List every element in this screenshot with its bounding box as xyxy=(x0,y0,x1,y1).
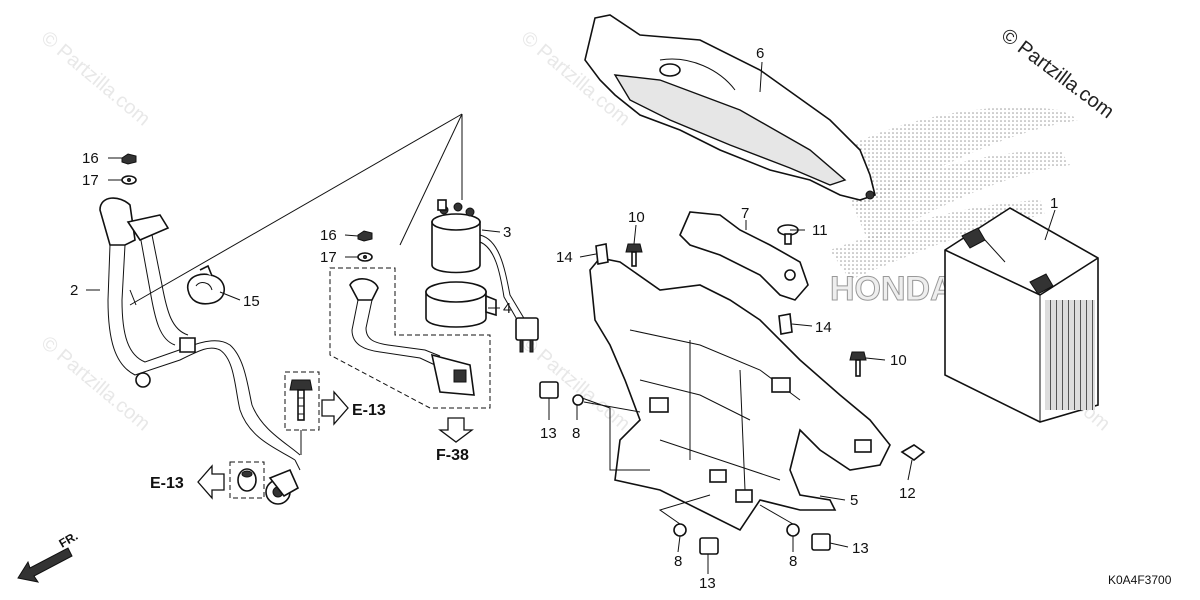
leader-lines-right xyxy=(548,61,1056,574)
reference-arrow-f38 xyxy=(438,417,474,443)
callout-5: 5 xyxy=(850,492,858,509)
callout-8a: 8 xyxy=(572,425,580,442)
part-8-grommet-b xyxy=(673,523,687,537)
callout-17a: 17 xyxy=(82,172,99,189)
honda-wordmark-graphic: HONDA xyxy=(830,270,955,308)
part-8-grommet-c xyxy=(786,523,800,537)
callout-6: 6 xyxy=(756,45,764,62)
callout-4: 4 xyxy=(503,300,511,317)
part-12-nut xyxy=(900,444,926,461)
reference-label-f38: F-38 xyxy=(436,447,469,464)
callout-15: 15 xyxy=(243,293,260,310)
callout-12: 12 xyxy=(899,485,916,502)
part-11-screw xyxy=(777,224,799,245)
callout-16b: 16 xyxy=(320,227,337,244)
part-13-clipnut-a xyxy=(539,381,559,399)
reference-label-e13-left: E-13 xyxy=(150,475,184,492)
callout-11: 11 xyxy=(812,222,828,239)
callout-1: 1 xyxy=(1050,195,1058,212)
part-13-clipnut-b xyxy=(699,537,719,555)
part-10-bolt-a xyxy=(625,243,643,267)
reference-label-e13-right: E-13 xyxy=(352,402,386,419)
part-10-bolt-b xyxy=(849,351,867,377)
front-direction-arrow xyxy=(17,547,73,583)
part-6-battery-cover xyxy=(584,14,876,201)
part-14-clip-b xyxy=(778,313,793,335)
watermark-faint-1: © Partzilla.com xyxy=(37,27,154,130)
harness-inset xyxy=(329,267,491,409)
part-8-grommet-a xyxy=(572,394,584,406)
part-16-nut-b xyxy=(357,230,373,242)
part-15-clamp xyxy=(187,264,225,305)
callout-8c: 8 xyxy=(789,553,797,570)
callout-14b: 14 xyxy=(815,319,832,336)
part-1-battery xyxy=(944,207,1099,423)
callout-3: 3 xyxy=(503,224,511,241)
front-marker-label: FR. xyxy=(57,529,81,551)
callout-16a: 16 xyxy=(82,150,99,167)
part-17-washer-a xyxy=(121,175,137,185)
part-4-relay-cover xyxy=(425,281,497,328)
part-3-starter-relay xyxy=(431,199,539,353)
part-13-clipnut-c xyxy=(811,533,831,551)
part-17-washer-b xyxy=(357,252,373,262)
part-2-battery-cable xyxy=(99,197,301,505)
callout-7: 7 xyxy=(741,205,749,222)
part-5-battery-case xyxy=(589,257,891,532)
callout-14a: 14 xyxy=(556,249,573,266)
e13-bolt-inset xyxy=(284,371,320,455)
callout-17b: 17 xyxy=(320,249,337,266)
callout-13b: 13 xyxy=(699,575,716,592)
callout-10b: 10 xyxy=(890,352,907,369)
callout-10a: 10 xyxy=(628,209,645,226)
part-16-nut-a xyxy=(121,153,137,165)
reference-arrow-e13-left xyxy=(197,464,225,500)
e13-collar-inset xyxy=(229,461,265,499)
reference-arrow-e13-right xyxy=(321,390,349,426)
callout-numbers: 1 2 3 4 5 6 7 8 8 8 10 10 11 12 13 13 13… xyxy=(70,45,1058,592)
diagram-code: K0A4F3700 xyxy=(1108,573,1172,587)
callout-13c: 13 xyxy=(852,540,869,557)
callout-2: 2 xyxy=(70,282,78,299)
part-14-clip-a xyxy=(595,243,609,265)
callout-8b: 8 xyxy=(674,553,682,570)
callout-13a: 13 xyxy=(540,425,557,442)
leader-lines-left xyxy=(86,113,501,309)
part-7-bracket xyxy=(679,211,809,301)
